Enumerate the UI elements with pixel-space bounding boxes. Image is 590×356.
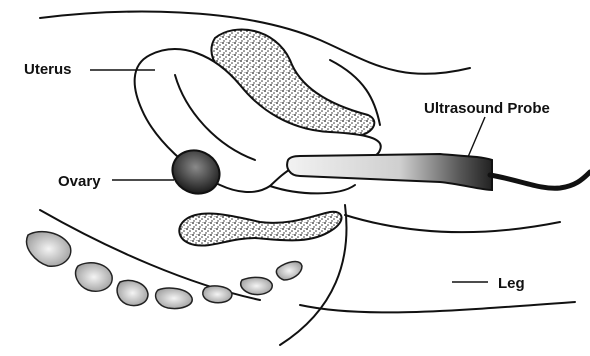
vertebra-bone (241, 277, 272, 294)
cervix-line (270, 185, 355, 193)
vertebra-bone (156, 288, 193, 308)
uterus-label: Uterus (24, 61, 72, 78)
ultrasound-probe (287, 154, 590, 190)
probe-cable (490, 172, 590, 188)
probe-leader-line (468, 117, 485, 157)
leg-label: Leg (498, 275, 525, 292)
leg-outline-lower (300, 302, 575, 312)
vertebra-bone (203, 286, 232, 303)
vertebra-bone (117, 281, 148, 306)
ultrasound-probe-label: Ultrasound Probe (424, 100, 550, 117)
vertebra-bone (276, 262, 302, 280)
vertebra-bone (27, 232, 71, 267)
rectum-organ (179, 212, 341, 246)
ovary-label: Ovary (58, 173, 101, 190)
leg-outline-upper (345, 215, 560, 232)
probe-body (287, 154, 492, 190)
vertebra-bone (76, 263, 113, 291)
